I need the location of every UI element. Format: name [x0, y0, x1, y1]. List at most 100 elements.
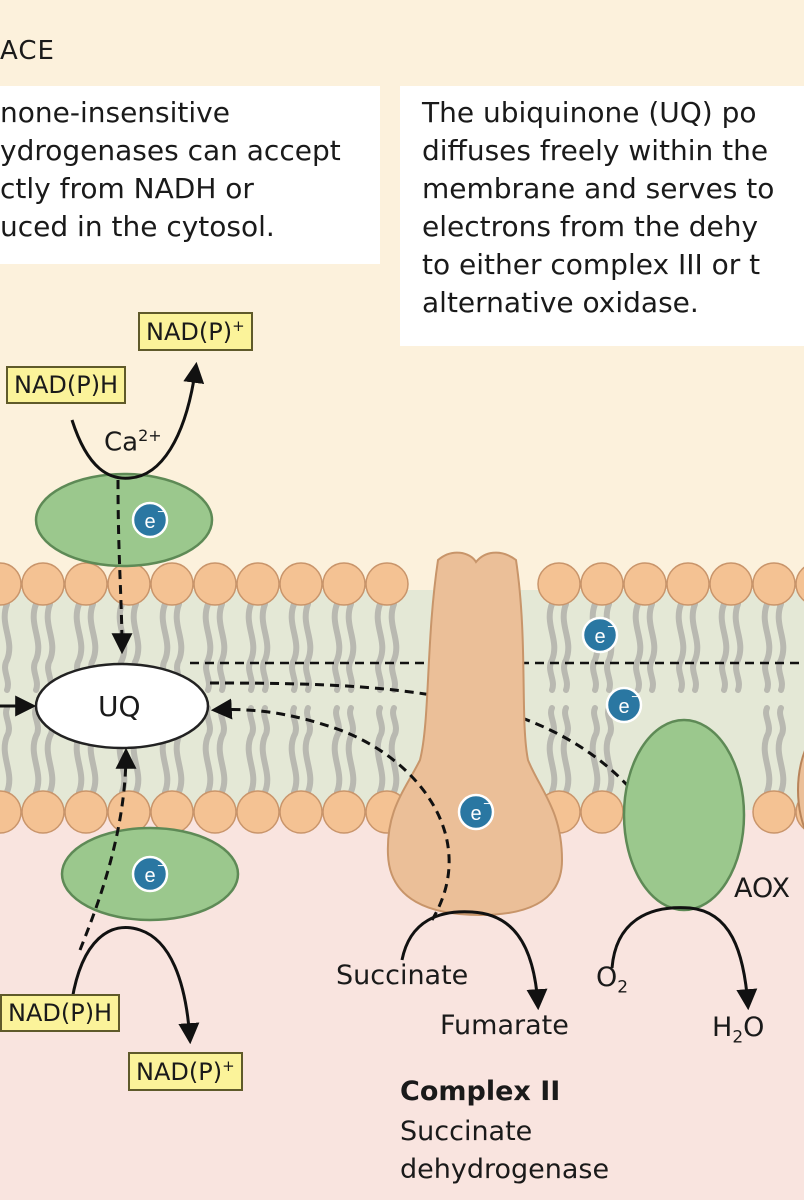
electron-charge: − — [631, 689, 639, 704]
lipid-tail — [245, 601, 257, 693]
calcium-label: Ca2+ — [104, 426, 162, 458]
lipid-tail — [775, 601, 787, 693]
electron-label: e — [594, 626, 605, 648]
uq-label: UQ — [98, 690, 141, 723]
lipid-head — [193, 562, 237, 606]
lipid-tail — [632, 601, 644, 693]
lipid-tail — [546, 601, 558, 693]
electron-label: e — [144, 511, 155, 533]
lipid-tail — [1, 601, 13, 693]
lipid-tail — [775, 705, 787, 795]
electron-badge-membrane-1: e − — [581, 616, 619, 654]
lipid-tail — [302, 705, 314, 795]
lipid-tail — [331, 705, 343, 795]
lipid-head — [21, 790, 65, 834]
note-left-line: uced in the cytosol. — [0, 210, 275, 243]
lipid-tail — [761, 601, 773, 693]
lipid-tail — [718, 601, 730, 693]
note-left: none-insensitive ydrogenases can accept … — [0, 86, 380, 264]
lipid-head — [236, 562, 280, 606]
h2o-label: H2O — [712, 1012, 765, 1048]
lipid-tail — [689, 601, 701, 693]
lipid-tail — [732, 601, 744, 693]
lipid-tail — [546, 705, 558, 795]
lipid-tail — [388, 601, 400, 693]
lipid-tail — [345, 601, 357, 693]
lipid-tail — [388, 705, 400, 795]
lipid-tail — [374, 601, 386, 693]
lipid-tail — [374, 705, 386, 795]
lipid-head — [365, 562, 409, 606]
lipid-head — [0, 790, 22, 834]
succinate-to-uq-dashed-path — [210, 698, 451, 921]
note-right-line: diffuses freely within the — [422, 134, 769, 167]
lipid-head — [795, 566, 804, 602]
lipid-tail — [560, 601, 572, 693]
o2-h2o-arrow — [610, 906, 758, 1011]
lipid-tail — [259, 705, 271, 795]
lipid-head — [279, 790, 323, 834]
succinate-fumarate-arrow — [400, 910, 548, 1011]
lipid-tail — [202, 601, 214, 693]
lipid-tail — [30, 601, 42, 693]
note-left-line: ydrogenases can accept — [0, 134, 341, 167]
top-electron-dashed-arrow — [111, 479, 133, 655]
succinate-label: Succinate — [336, 960, 469, 991]
electron-badge-membrane-2: e − — [605, 686, 643, 724]
lipid-tail — [646, 601, 658, 693]
electron-badge-complex-ii: e − — [457, 793, 495, 831]
bottom-electron-dashed-arrow — [78, 747, 137, 951]
note-right-line: membrane and serves to — [422, 172, 775, 205]
fumarate-label: Fumarate — [440, 1010, 569, 1041]
note-left-line: ctly from NADH or — [0, 172, 254, 205]
electron-badge-top: e − — [131, 501, 169, 539]
aox-protein — [622, 718, 746, 912]
lipid-tail — [675, 601, 687, 693]
electron-charge: − — [607, 619, 615, 634]
note-right-line: The ubiquinone (UQ) po — [422, 96, 757, 129]
lipid-tail — [1, 705, 13, 795]
lipid-tail — [603, 705, 615, 795]
lipid-head — [752, 562, 796, 606]
electron-label: e — [470, 803, 481, 825]
lipid-head — [107, 790, 151, 834]
nadp-plus-tag-bottom: NAD(P)+ — [128, 1052, 243, 1091]
lipid-tail — [288, 601, 300, 693]
lipid-head — [666, 562, 710, 606]
lipid-tail — [216, 601, 228, 693]
lipid-head — [752, 790, 796, 834]
electron-badge-bottom: e − — [131, 855, 169, 893]
lipid-tail — [245, 705, 257, 795]
lipid-head — [623, 562, 667, 606]
lipid-tail — [202, 705, 214, 795]
lipid-head — [64, 790, 108, 834]
nadph-tag-top: NAD(P)H — [6, 366, 127, 404]
lipid-head — [107, 562, 151, 606]
note-right: The ubiquinone (UQ) po diffuses freely w… — [400, 86, 804, 346]
external-dehydrogenase — [34, 472, 214, 568]
lipid-tail — [589, 705, 601, 795]
note-right-line: electrons from the dehy — [422, 210, 759, 243]
complex-ii-shape — [386, 551, 564, 917]
lipid-tail — [331, 601, 343, 693]
o2-label: O2 — [596, 962, 629, 998]
lipid-head — [0, 562, 22, 606]
lipid-head — [236, 790, 280, 834]
complex-ii-name-line1: Succinate — [400, 1116, 533, 1147]
top-nadph-reaction-arrow — [70, 361, 205, 480]
note-right-line: alternative oxidase. — [422, 286, 699, 319]
note-right-line: to either complex III or t — [422, 248, 761, 281]
lipid-head — [580, 790, 624, 834]
lipid-tail — [761, 705, 773, 795]
lipid-head — [709, 562, 753, 606]
lipid-head — [537, 562, 581, 606]
lipid-head — [279, 562, 323, 606]
aox-label: AOX — [734, 873, 791, 904]
lipid-head — [322, 562, 366, 606]
electron-label: e — [144, 865, 155, 887]
electron-label: e — [618, 696, 629, 718]
lipid-head — [193, 790, 237, 834]
complex-iii-partial — [797, 750, 804, 830]
lipid-heads-top — [0, 562, 804, 606]
